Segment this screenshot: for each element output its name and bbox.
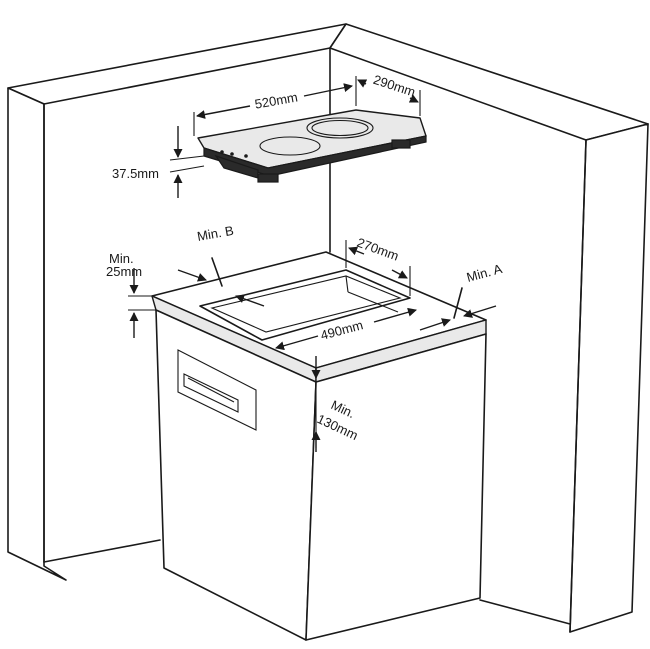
- corner-walls: [7, 23, 649, 633]
- hob: [197, 109, 427, 183]
- min-b-label: Min. B: [196, 223, 235, 244]
- dimension-hob-height: 37.5mm: [112, 126, 205, 198]
- dimension-hob-width: 520mm: [193, 76, 357, 136]
- cooking-zone-small: [259, 136, 321, 156]
- dimension-hob-depth: 290mm: [357, 72, 421, 116]
- cabinet: [151, 251, 487, 641]
- hob-height-label: 37.5mm: [112, 166, 159, 181]
- cutout-depth-label: 270mm: [355, 235, 401, 264]
- worktop-cutout: [199, 269, 411, 341]
- min-side-label-line1: Min.: [109, 251, 134, 266]
- cooking-zone-large: [306, 117, 374, 139]
- dimension-min-side: Min. 25mm: [106, 251, 156, 338]
- min-a-label: Min. A: [465, 261, 504, 285]
- dimension-min-b: Min. B: [177, 223, 265, 307]
- min-side-label-line2: 25mm: [106, 264, 142, 279]
- hob-width-label: 520mm: [254, 89, 299, 111]
